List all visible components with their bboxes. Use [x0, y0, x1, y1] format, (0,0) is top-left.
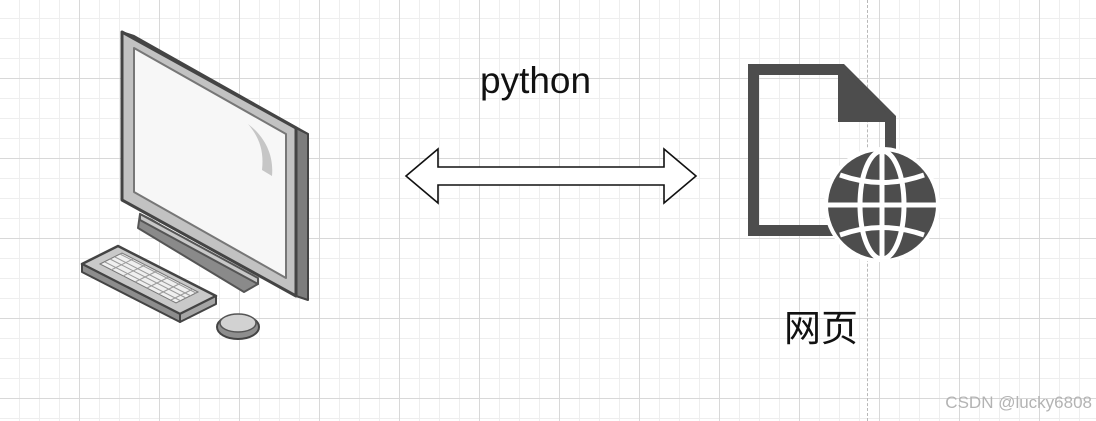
double-arrow-icon: [402, 146, 700, 206]
monitor: [122, 32, 308, 300]
web-page-globe-icon: [744, 60, 940, 262]
watermark: CSDN @lucky6808: [945, 392, 1092, 414]
arrow-label: python: [480, 58, 591, 104]
desktop-computer-icon: [78, 24, 318, 348]
globe-icon: [824, 147, 940, 262]
mouse: [217, 314, 259, 339]
page-label: 网页: [784, 306, 858, 352]
